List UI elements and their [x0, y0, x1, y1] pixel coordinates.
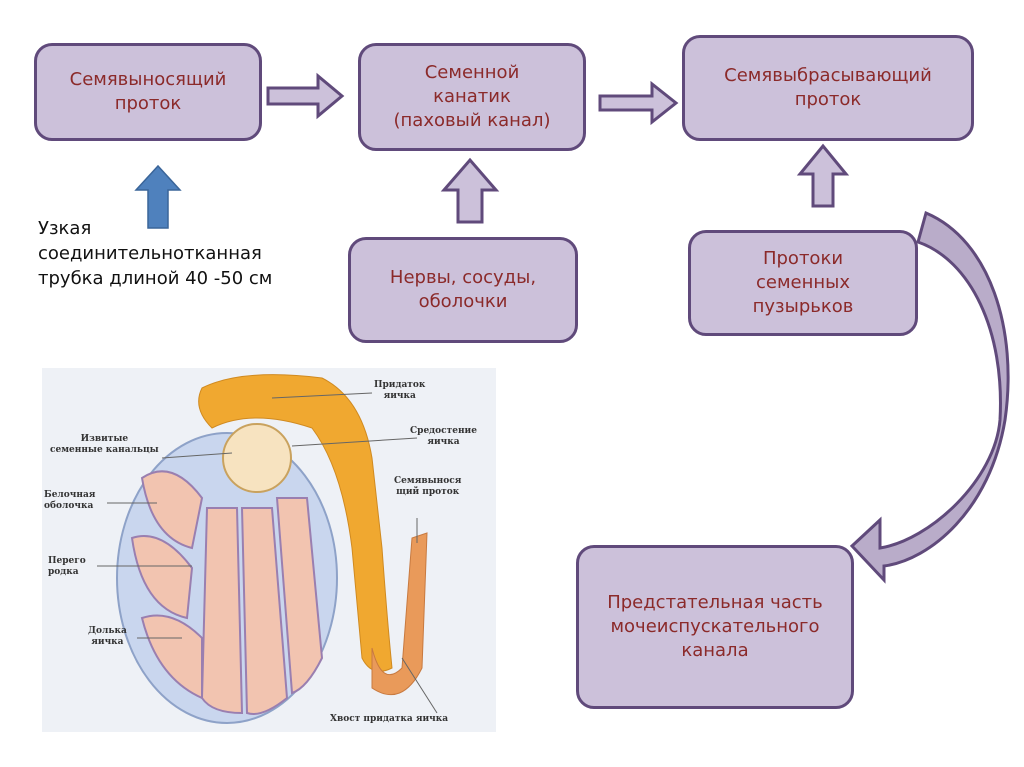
label-epididymis: Придаток яичка [374, 380, 426, 401]
label-lobule: Долька яичка [88, 626, 127, 647]
mediastinum [222, 423, 292, 493]
arrow-up-vesicles [796, 143, 850, 208]
label-epididymis-tail: Хвост придатка яичка [330, 714, 449, 724]
box-vas-deferens-label: Семявыносящий проток [69, 69, 227, 114]
box-prostatic-urethra-label: Предстательная часть мочеиспускательного… [607, 592, 823, 661]
box-nerves: Нервы, сосуды, оболочки [348, 237, 578, 343]
box-ejaculatory-duct-label: Семявыбрасывающий проток [724, 65, 932, 110]
arrow-right-2 [598, 80, 679, 126]
curved-arrow [849, 210, 1010, 584]
label-convoluted-tubules: Извитые семенные канальцы [50, 434, 159, 455]
label-vas-deferens: Семявынося щий проток [394, 476, 462, 497]
arrow-right-1 [266, 72, 345, 120]
box-seminal-vesicle-ducts: Протоки семенных пузырьков [688, 230, 918, 336]
epididymis-tail [371, 532, 428, 696]
box-spermatic-cord-label: Семенной канатик (паховый канал) [393, 62, 551, 131]
lobules [130, 470, 324, 715]
box-nerves-label: Нервы, сосуды, оболочки [389, 267, 537, 312]
box-ejaculatory-duct: Семявыбрасывающий проток [682, 35, 974, 141]
testis-drawing [97, 374, 438, 724]
label-septum: Перего родка [48, 556, 86, 577]
description-note: Узкая соединительнотканная трубка длиной… [38, 218, 273, 289]
box-spermatic-cord: Семенной канатик (паховый канал) [358, 43, 586, 151]
arrow-up-nerves [440, 157, 500, 224]
box-vas-deferens: Семявыносящий проток [34, 43, 262, 141]
testis-illustration: Придаток яичка Средостение яичка Семявын… [42, 368, 496, 732]
box-seminal-vesicle-ducts-label: Протоки семенных пузырьков [752, 248, 854, 317]
box-prostatic-urethra: Предстательная часть мочеиспускательного… [576, 545, 854, 709]
label-mediastinum: Средостение яичка [410, 426, 477, 447]
label-tunica-albuginea: Белочная оболочка [44, 490, 96, 511]
arrow-up-blue [134, 164, 182, 229]
